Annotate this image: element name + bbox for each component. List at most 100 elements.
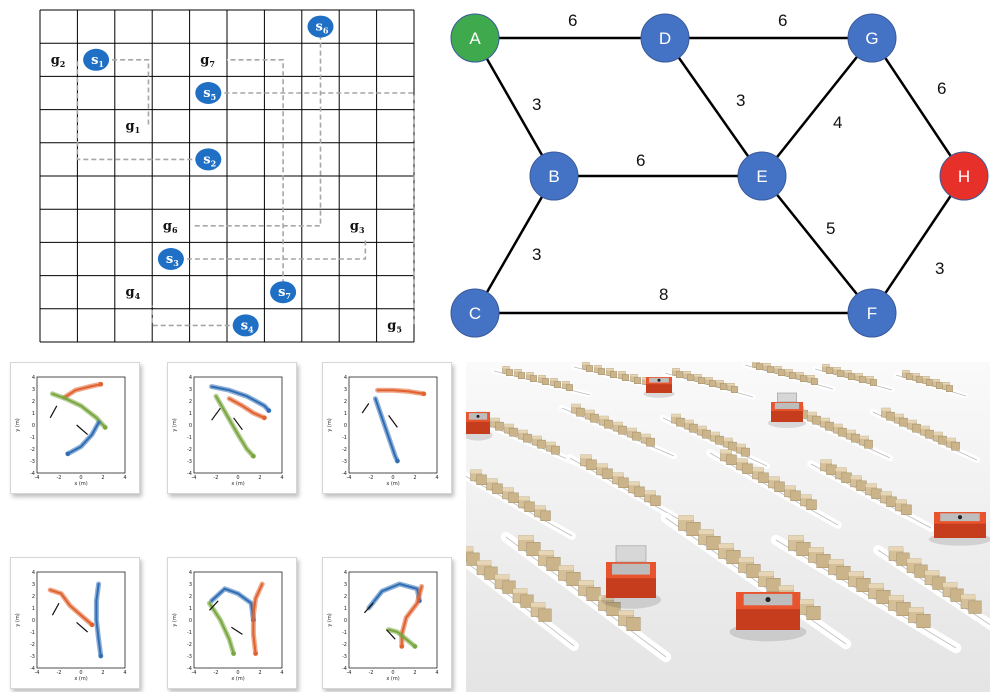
shelf-row [807, 459, 935, 532]
y-tick-label: 4 [189, 375, 192, 381]
shelf-row [491, 366, 593, 398]
edge-weight-B-C: 3 [532, 245, 541, 264]
edge-G-H [870, 37, 966, 177]
shelf-row [812, 364, 895, 393]
y-tick-label: -4 [30, 471, 35, 477]
edge-weight-H-F: 3 [935, 259, 944, 278]
trajectory-end-marker [395, 458, 400, 464]
obstacle-segment [76, 621, 88, 633]
y-tick-label: -4 [187, 666, 192, 672]
edge-weight-A-D: 6 [568, 11, 577, 30]
trajectory-core-green [208, 602, 235, 655]
shelf-row [500, 531, 672, 663]
trajectory-end-marker [103, 425, 108, 430]
trajectory-core-green [387, 628, 416, 648]
trajectory-core-orange [228, 397, 266, 419]
x-tick-label: 0 [236, 475, 239, 481]
x-tick-label: 2 [258, 670, 261, 676]
node-C: C [450, 288, 500, 338]
edge-E-F [761, 175, 873, 314]
trajectory-end-marker [65, 451, 70, 456]
x-tick-label: 4 [123, 670, 126, 676]
trajectory-core-green [215, 395, 255, 458]
agent-path [208, 92, 415, 326]
y-tick-label: -2 [30, 642, 35, 648]
x-tick-label: 2 [101, 475, 104, 481]
y-tick-label: 3 [189, 582, 192, 588]
agent-path [227, 58, 284, 293]
y-tick-label: 0 [189, 423, 192, 429]
y-tick-label: 3 [344, 387, 347, 393]
edge-weight-C-F: 8 [659, 285, 668, 304]
agent-path [96, 58, 150, 127]
obstacle-segment [363, 602, 374, 614]
trajectory-core-blue [95, 583, 102, 657]
obstacle-segment [49, 405, 58, 419]
y-axis-label: y (m) [327, 418, 333, 431]
x-tick-label: -4 [347, 475, 352, 481]
shelf-row [706, 449, 842, 529]
x-axis-label: x (m) [74, 481, 87, 487]
x-axis-label: x (m) [231, 676, 244, 682]
trajectory-end-marker [253, 651, 258, 656]
y-axis-label: y (m) [172, 613, 178, 626]
goal-label-g1: g1 [126, 119, 141, 135]
y-axis-label: y (m) [172, 418, 178, 431]
robot [928, 512, 990, 546]
x-tick-label: 2 [413, 670, 416, 676]
obstacle-segment [208, 600, 219, 611]
edge-weight-B-E: 6 [636, 151, 645, 170]
x-tick-label: 4 [280, 670, 283, 676]
y-tick-label: -4 [342, 471, 347, 477]
goal-label-g5: g5 [387, 318, 402, 334]
node-label: C [469, 304, 481, 323]
x-tick-label: 0 [79, 670, 82, 676]
x-axis-label: x (m) [386, 481, 399, 487]
y-tick-label: 3 [189, 387, 192, 393]
start-marker-s2: s2 [195, 148, 222, 171]
obstacle-segment [211, 407, 221, 421]
y-tick-label: 1 [189, 411, 192, 417]
start-marker-s7: s7 [270, 281, 297, 304]
x-tick-label: -2 [214, 475, 219, 481]
node-label: A [469, 29, 481, 48]
y-tick-label: -2 [30, 447, 35, 453]
y-tick-label: 1 [189, 606, 192, 612]
goal-label-g7: g7 [200, 53, 215, 69]
edge-weight-E-F: 5 [826, 219, 835, 238]
x-tick-label: -2 [57, 475, 62, 481]
goal-label-g2: g2 [51, 53, 66, 69]
edge-H-F [870, 175, 966, 314]
trajectory-end-marker [251, 454, 256, 459]
trajectory-core-blue [374, 397, 399, 462]
edge-weight-A-B: 3 [532, 95, 541, 114]
shelf-row [869, 407, 981, 464]
trajectory-end-marker [266, 408, 271, 413]
edge-weight-G-H: 6 [937, 79, 946, 98]
node-label: B [548, 167, 559, 186]
obstacle-segment [388, 415, 398, 428]
edge-weight-D-G: 6 [778, 11, 787, 30]
plot-axes [36, 376, 126, 474]
y-tick-label: 2 [344, 594, 347, 600]
y-tick-label: 2 [189, 399, 192, 405]
y-tick-label: -2 [342, 447, 347, 453]
y-tick-label: -4 [342, 666, 347, 672]
x-tick-label: -4 [192, 670, 197, 676]
x-tick-label: -2 [369, 475, 374, 481]
edge-weight-G-E: 4 [833, 113, 842, 132]
trajectory-end-marker [89, 622, 95, 627]
y-tick-label: -3 [187, 459, 192, 465]
obstacle-segment [385, 629, 396, 640]
y-tick-label: 4 [344, 375, 347, 381]
trajectory-core-orange [63, 383, 102, 399]
y-tick-label: -3 [342, 654, 347, 660]
obstacle-segment [233, 417, 243, 431]
trajectory-core-orange [49, 589, 93, 626]
obstacle-segment [51, 602, 60, 616]
